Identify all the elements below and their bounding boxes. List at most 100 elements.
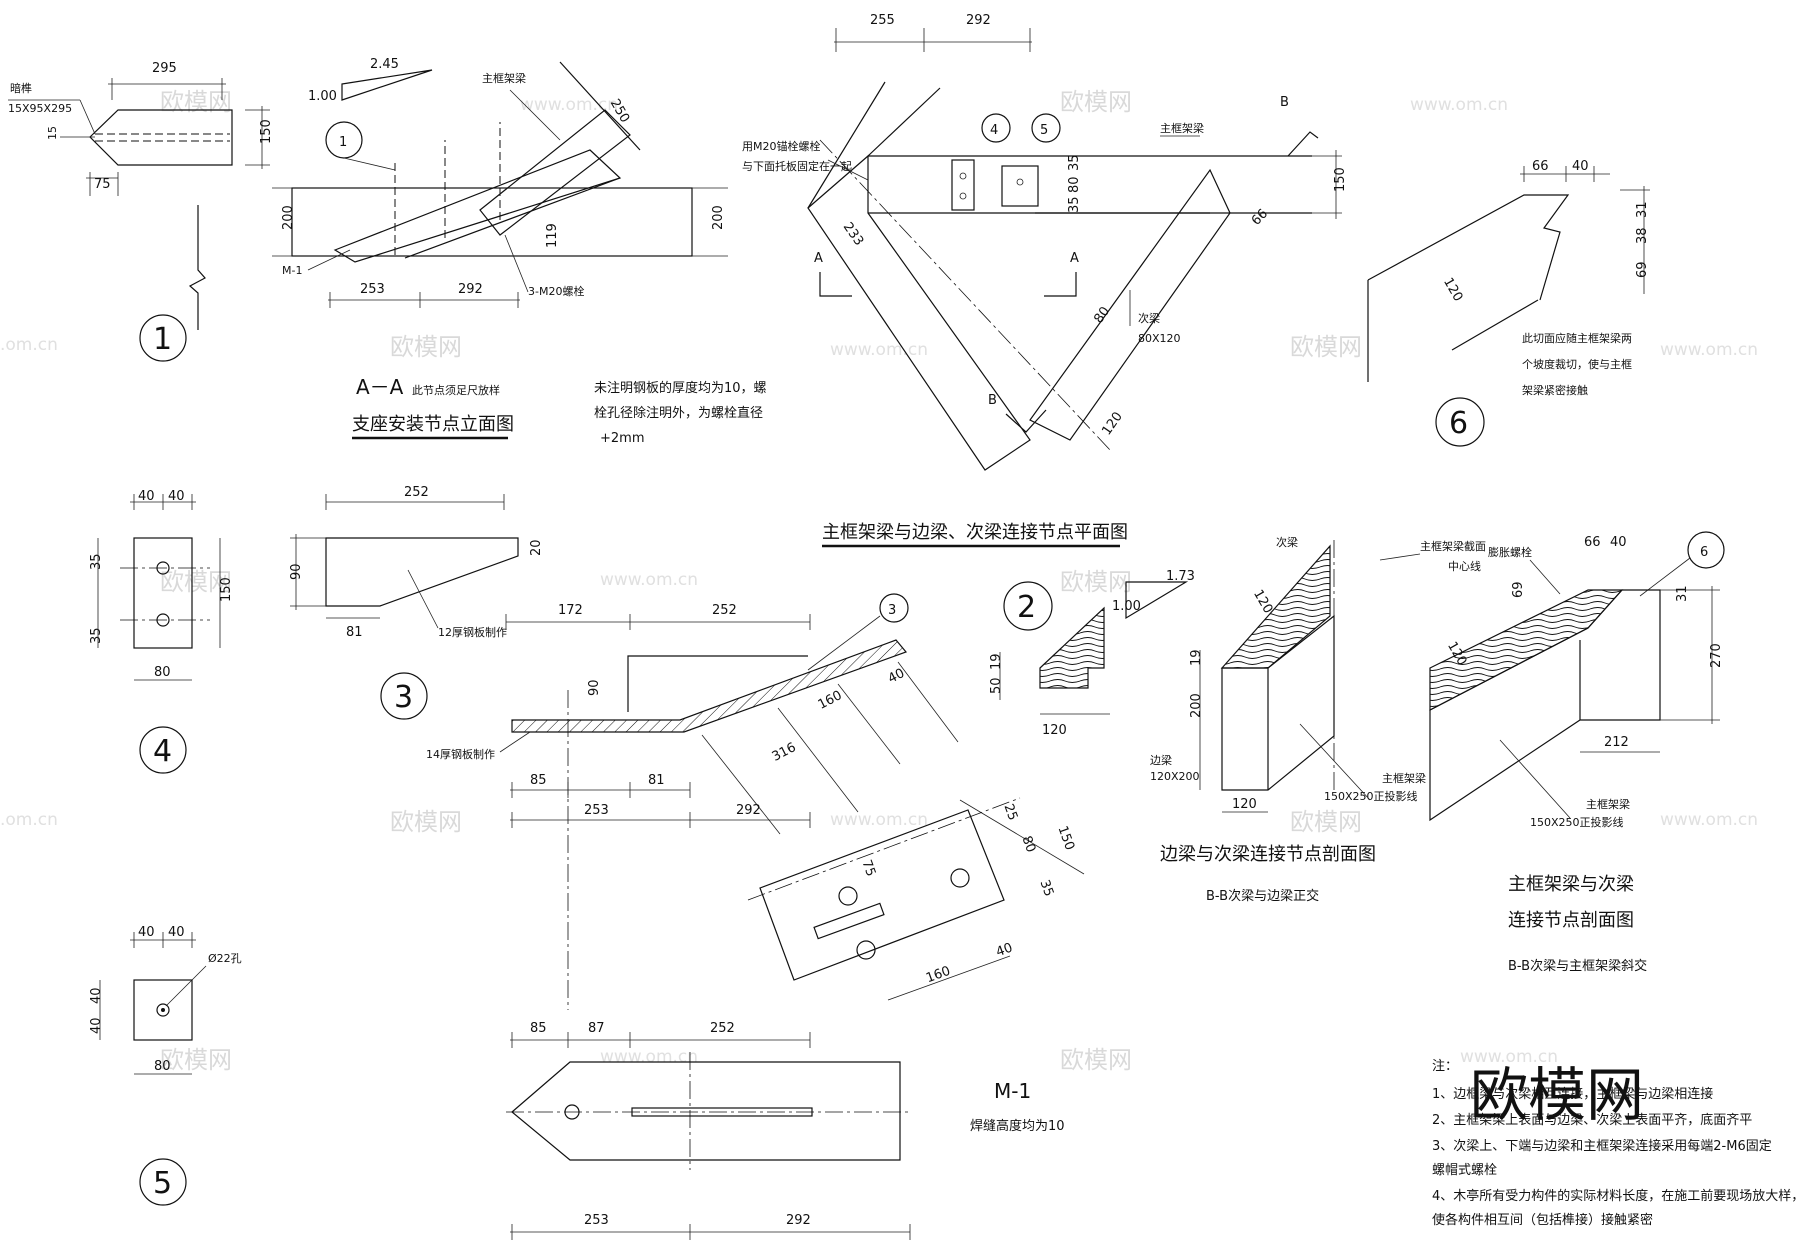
m1-title: M-1 [994, 1079, 1031, 1103]
dim-200: 200 [1189, 693, 1204, 718]
dim-40a: 40 [138, 925, 155, 940]
watermark-url: www.om.cn [520, 95, 618, 115]
dim-19: 19 [989, 653, 1004, 670]
note-4b: 使各构件相互间（包括榫接）接触紧密 [1432, 1212, 1653, 1228]
slope-2-45: 2.45 [370, 57, 399, 72]
sec-beam: 次梁 [1276, 535, 1298, 549]
bottom-dim-87: 87 [588, 1021, 605, 1036]
detail-number-4: 4 [153, 734, 172, 769]
main-section-proj: 150X250正投影线 [1530, 815, 1624, 829]
bolt-label: 3-M20螺栓 [528, 284, 584, 298]
dim-150: 150 [259, 119, 274, 144]
watermark-brand: 欧模网 [390, 808, 462, 836]
edge-beam-size: 120X200 [1150, 770, 1200, 783]
dim-150: 150 [1333, 167, 1348, 192]
dim-253: 253 [360, 282, 385, 297]
dim-75: 75 [858, 858, 878, 879]
section-A-left: A [814, 251, 823, 266]
m1-material: 14厚钢板制作 [426, 747, 495, 761]
edge-proj: 150X250正投影线 [1324, 789, 1418, 803]
bubble-1: 1 [339, 135, 347, 150]
detail-1-tenon: 295 暗榫 15X95X295 15 150 75 1 [8, 61, 274, 362]
general-note: 未注明钢板的厚度均为10，螺 栓孔径除注明外，为螺栓直径 +2mm [594, 380, 767, 446]
notes-head: 注： [1432, 1059, 1458, 1074]
full-size-note: 此节点须足尺放样 [412, 383, 500, 397]
dim-200-right: 200 [711, 205, 726, 230]
hole-label: Ø22孔 [208, 952, 242, 965]
plan-main-beam: 主框架梁 [1160, 121, 1204, 135]
dim-66: 66 [1532, 159, 1549, 174]
expansion-bolt: 膨胀螺栓 [1488, 545, 1532, 559]
note-line-3: +2mm [600, 431, 645, 446]
dim-120: 120 [1099, 409, 1126, 438]
dim-35b: 35 [89, 627, 104, 644]
dim-295: 295 [152, 61, 177, 76]
dim-25: 25 [1000, 802, 1020, 823]
section-aa: A－A [356, 375, 404, 399]
detail3-material: 12厚钢板制作 [438, 625, 507, 639]
dim-252: 252 [404, 485, 429, 500]
sec-beam-size: 80X120 [1138, 332, 1181, 345]
dim-19: 19 [1189, 649, 1204, 666]
detail6-note-2: 个坡度裁切，使与主框 [1522, 357, 1632, 371]
edge-section-subtitle: B-B次梁与边梁正交 [1206, 888, 1319, 904]
slope-1-00: 1.00 [1112, 599, 1141, 614]
dim-40b: 40 [168, 489, 185, 504]
dim-255: 255 [870, 13, 895, 28]
bolt-note-1: 用M20锚栓螺栓 [742, 139, 821, 153]
watermark-brand: 欧模网 [390, 333, 462, 361]
edge-section-title: 边梁与次梁连接节点剖面图 [1160, 844, 1376, 865]
detail-number-5: 5 [153, 1166, 172, 1201]
notes-block: 注： 1、边框梁与次梁相互连接，主框梁与边梁相连接 2、主框架梁上表面与边梁、次… [1432, 1059, 1800, 1228]
dim-40b: 40 [168, 925, 185, 940]
note-line-1: 未注明钢板的厚度均为10，螺 [594, 380, 767, 396]
bubble-3: 3 [888, 603, 896, 618]
bubble-6: 6 [1700, 545, 1708, 560]
dim-270: 270 [1709, 643, 1724, 668]
main-section-subtitle: B-B次梁与主框架梁斜交 [1508, 958, 1647, 974]
dim-35a: 35 [89, 553, 104, 570]
dim-292: 292 [736, 803, 761, 818]
aa-elevation: 1.00 2.45 1 主框架梁 250 200 200 119 M-1 3-M… [272, 57, 728, 440]
watermark-brand: 欧模网 [1290, 808, 1362, 836]
plan-view: 255 292 4 5 用M20锚栓螺栓 与下面托板固定在一起 主框架梁 35 … [742, 13, 1348, 548]
piece-size: 15X95X295 [8, 102, 72, 115]
bubble-5: 5 [1040, 123, 1048, 138]
watermark-url: www.om.cn [600, 1047, 698, 1067]
note-3: 3、次梁上、下端与边梁和主框架梁连接采用每端2-M6固定 [1432, 1138, 1772, 1154]
dim-35b: 35 [1067, 196, 1082, 213]
dim-75: 75 [94, 177, 111, 192]
watermark-url: www.om.cn [1660, 340, 1758, 360]
bubble-4: 4 [990, 123, 998, 138]
dim-160a: 160 [816, 688, 845, 713]
dim-233: 233 [840, 220, 867, 249]
note-line-2: 栓孔径除注明外，为螺栓直径 [594, 406, 763, 421]
watermark-url: www.om.cn [1460, 1047, 1558, 1067]
watermark-url: .om.cn [0, 335, 58, 355]
sec-beam-label: 次梁 [1138, 311, 1160, 325]
main-center-2: 中心线 [1448, 559, 1481, 573]
detail-4: 40 40 35 35 150 80 4 [89, 489, 234, 774]
dim-50: 50 [989, 677, 1004, 694]
dim-38: 38 [1635, 227, 1650, 244]
dim-20: 20 [529, 539, 544, 556]
main-section-title-2: 连接节点剖面图 [1508, 910, 1634, 931]
watermark-url: www.om.cn [830, 340, 928, 360]
watermark-brand: 欧模网 [160, 88, 232, 116]
dim-120b: 120 [1232, 797, 1257, 812]
dim-80: 80 [1067, 176, 1082, 193]
watermark-brand: 欧模网 [1060, 1046, 1132, 1074]
detail-5: 40 40 Ø22孔 40 40 80 5 [89, 925, 242, 1206]
piece-label: 暗榫 [10, 81, 32, 95]
dim-120: 120 [1440, 275, 1465, 304]
main-beam-label: 主框架梁 [482, 71, 526, 85]
dim-253: 253 [584, 803, 609, 818]
dim-150: 150 [219, 577, 234, 602]
detail-6: 66 40 120 31 38 69 此切面应随主框架梁两 个坡度裁切，使与主框… [1367, 159, 1650, 447]
dim-66: 66 [1249, 206, 1271, 228]
detail-number-3: 3 [394, 680, 413, 715]
dim-40c: 40 [89, 987, 104, 1004]
note-3b: 螺帽式螺栓 [1432, 1162, 1497, 1178]
watermark-url: www.om.cn [1410, 95, 1508, 115]
